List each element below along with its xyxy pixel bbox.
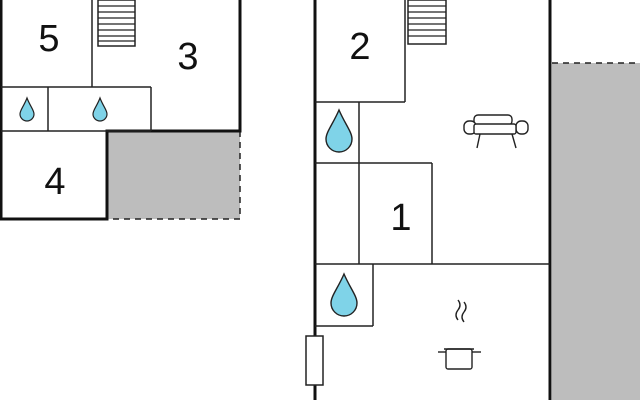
right-building: 2 1 [305,0,640,400]
water-drop-icon [325,108,353,153]
room-label-1: 1 [390,197,411,239]
water-drop-icon [330,272,358,317]
left-terrace [107,131,240,219]
stairs-icon [407,0,447,45]
room-label-5: 5 [38,18,59,60]
left-outer-wall [0,0,242,221]
left-terrace-dashed-edge [107,131,241,220]
water-drop-icon [19,96,35,122]
water-drop-icon [92,96,108,122]
left-building: 5 3 4 [0,0,242,221]
sofa-icon [463,114,529,149]
room-label-4: 4 [44,161,65,203]
door-icon [305,335,324,386]
stairs-icon [97,0,136,47]
room-label-3: 3 [177,36,198,78]
room-label-2: 2 [349,26,370,68]
right-terrace [552,63,640,400]
cooking-pot-icon [438,299,481,370]
